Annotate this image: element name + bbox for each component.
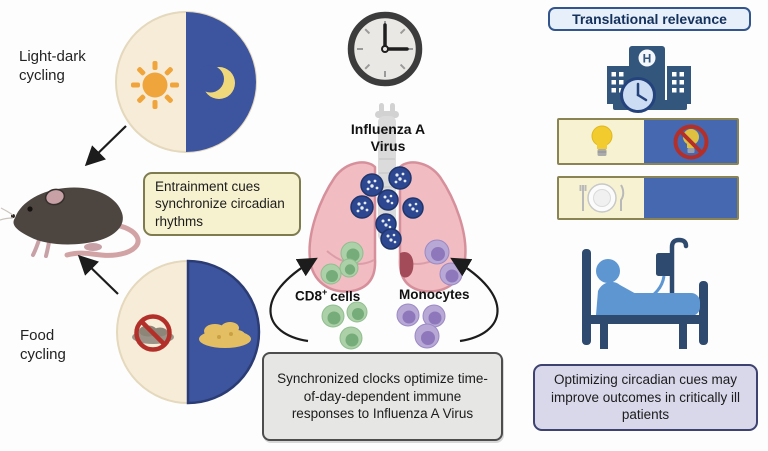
light-night-cell [644,120,737,163]
food-pile-icon [199,322,251,348]
virus-cluster-icon [350,166,424,250]
outcome-note-text: Optimizing circadian cues may improve ou… [550,372,741,423]
hospital-h-letter: H [643,52,652,66]
cd8-cells-label: CD8+cells [295,287,361,304]
cd8-cells-lung-icon [320,241,364,285]
hospital-icon: H [607,46,691,113]
summary-note-text: Synchronized clocks optimize time-of-day… [277,371,488,422]
influenza-title: Influenza A Virus [350,121,426,154]
moon-icon [197,65,235,99]
food-cycling-label: Food cycling [20,327,66,363]
translational-relevance-header: Translational relevance [548,7,751,31]
mouse-icon [0,187,141,258]
light-cycle-row [557,118,739,165]
meal-night-cell [644,178,737,218]
hospital-clock-icon [620,77,656,113]
light-bulb-icon [591,125,613,156]
day-night-cycle-icon [115,11,257,153]
monocytes-free-icon [396,303,446,349]
virus-particle-icon [350,166,424,250]
meal-cycle-row [557,176,739,220]
meal-plate-icon [579,183,624,213]
cd8-cells-free-icon [321,301,368,350]
sun-icon [131,61,179,109]
entrainment-note-text: Entrainment cues synchronize circadian r… [155,178,285,229]
light-day-cell [559,120,645,163]
monocytes-lung-icon [424,239,463,286]
light-dark-cycling-label: Light-dark cycling [19,48,86,84]
clock-icon [347,11,423,87]
summary-note-box: Synchronized clocks optimize time-of-day… [262,352,503,441]
no-food-icon [132,314,174,352]
monocytes-label: Monocytes [399,287,470,302]
entrainment-note-box: Entrainment cues synchronize circadian r… [143,172,301,236]
meal-day-cell [559,178,645,218]
patient-bed-icon [582,237,708,349]
food-cycle-icon [116,259,261,405]
outcome-note-box: Optimizing circadian cues may improve ou… [533,364,758,431]
no-light-icon [673,124,709,159]
